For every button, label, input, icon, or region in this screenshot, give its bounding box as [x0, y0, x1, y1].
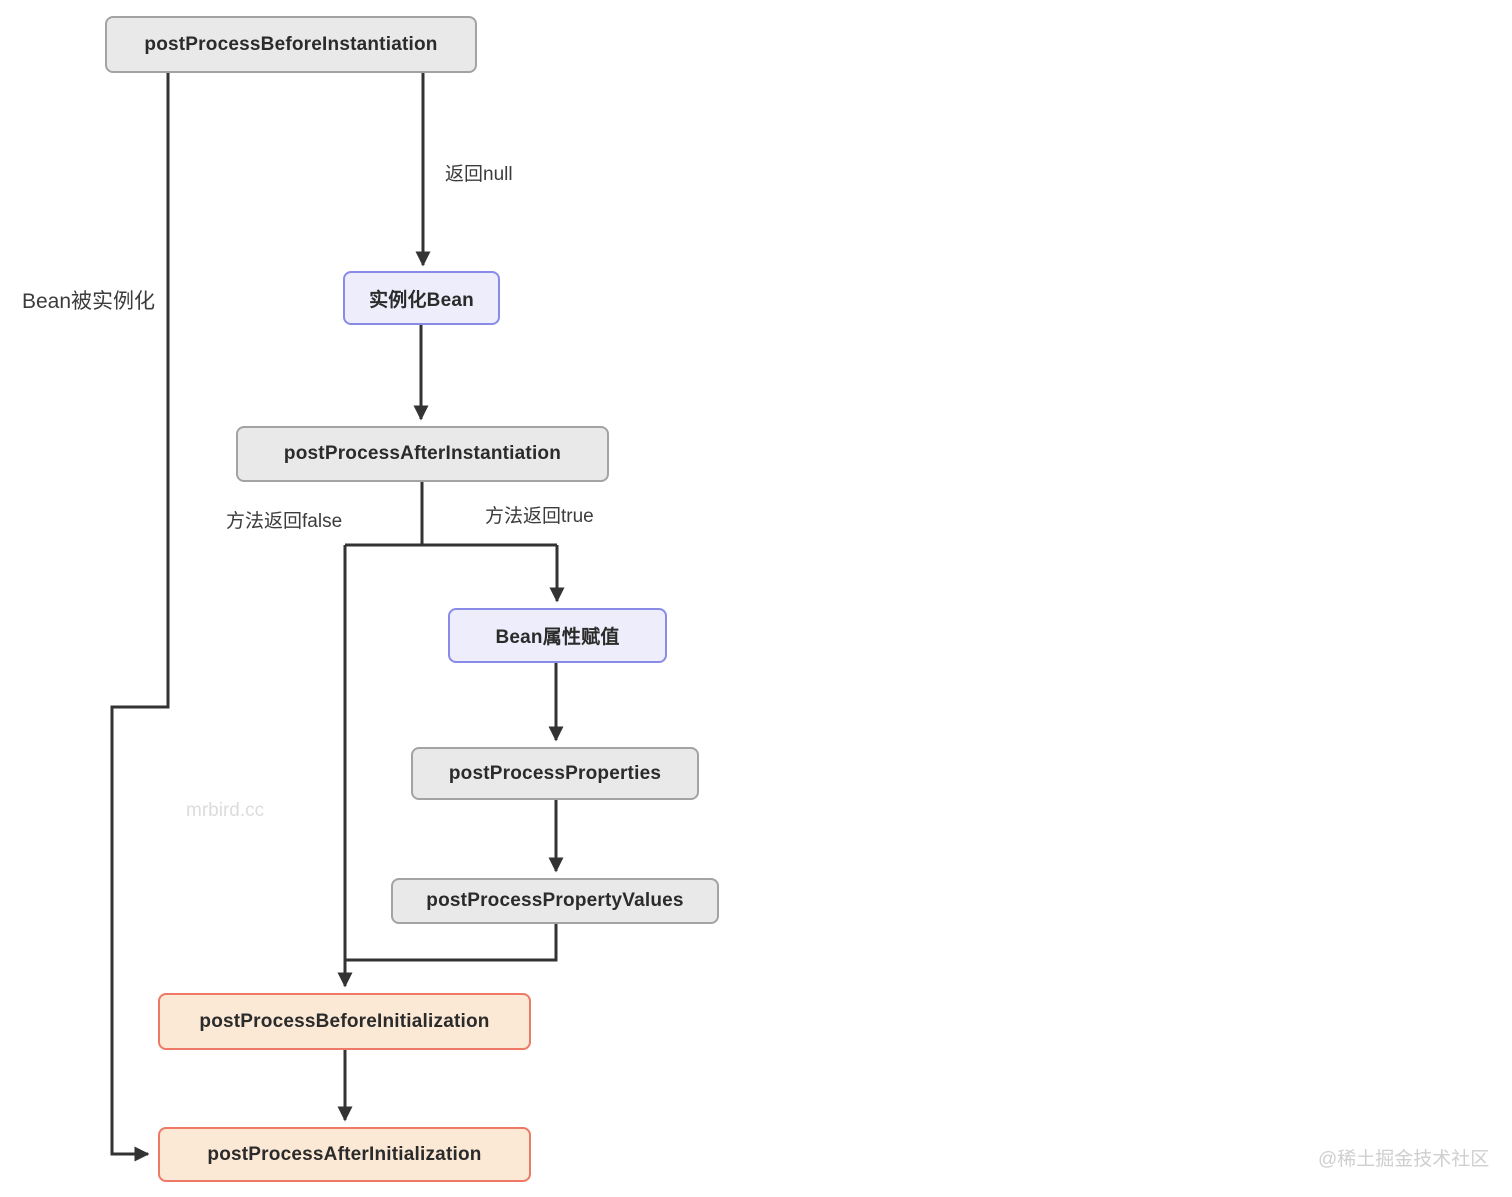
node-post-process-after-instantiation: postProcessAfterInstantiation	[236, 426, 609, 482]
node-post-process-property-values: postProcessPropertyValues	[391, 878, 719, 924]
watermark-juejin-community: @稀土掘金技术社区	[1318, 1149, 1490, 1170]
node-bean-property-assignment: Bean属性赋值	[448, 608, 667, 663]
watermark-mrbird: mrbird.cc	[186, 800, 265, 821]
node-post-process-after-initialization: postProcessAfterInitialization	[158, 1127, 531, 1182]
edge-bean-instantiated-line	[110, 73, 170, 1162]
node-post-process-properties: postProcessProperties	[411, 747, 699, 800]
node-post-process-before-initialization: postProcessBeforeInitialization	[158, 993, 531, 1050]
label-bean-instantiated: Bean被实例化	[22, 290, 156, 313]
node-post-process-before-instantiation: postProcessBeforeInstantiation	[105, 16, 477, 73]
label-return-true: 方法返回true	[485, 506, 594, 527]
label-return-null: 返回null	[445, 164, 513, 185]
label-return-false: 方法返回false	[226, 511, 343, 532]
edge-values-merge-line	[345, 924, 558, 962]
node-instantiate-bean: 实例化Bean	[343, 271, 500, 325]
